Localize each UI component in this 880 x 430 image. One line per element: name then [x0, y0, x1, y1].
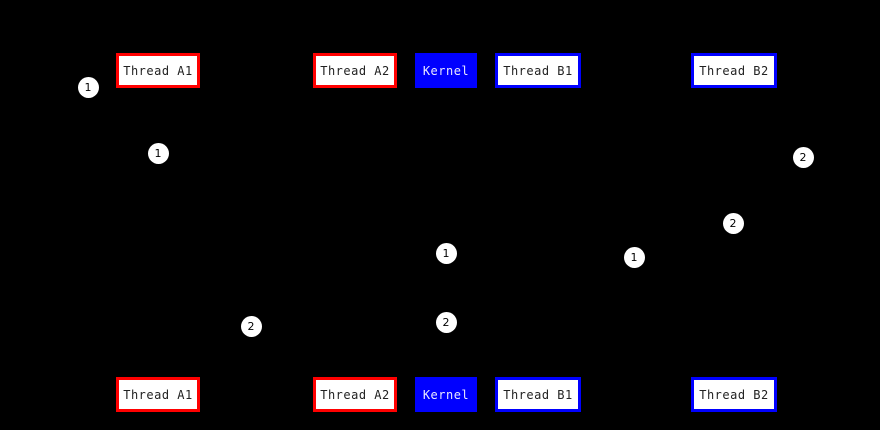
step-marker-marker-7: 2: [241, 316, 261, 336]
lifeline-thread-a2: [355, 88, 356, 377]
participant-label-thread-a1-bottom: Thread A1: [123, 387, 193, 402]
participant-box-thread-b1-bottom[interactable]: Thread B1: [495, 377, 581, 412]
step-marker-marker-4: 2: [723, 213, 743, 233]
lifeline-kernel: [446, 88, 447, 377]
participant-label-thread-a2-top: Thread A2: [320, 63, 390, 78]
participant-label-thread-a2-bottom: Thread A2: [320, 387, 390, 402]
participant-box-thread-a2-top[interactable]: Thread A2: [313, 53, 397, 88]
message-arrow-m4: [733, 170, 734, 250]
lifeline-thread-a1: [158, 88, 159, 377]
step-marker-marker-8: 2: [436, 312, 456, 332]
participant-label-thread-b1-top: Thread B1: [503, 63, 573, 78]
participant-label-kernel-bottom: Kernel: [422, 387, 470, 402]
participant-label-thread-b1-bottom: Thread B1: [503, 387, 573, 402]
step-marker-marker-2: 1: [148, 143, 168, 163]
lifeline-thread-b2: [734, 88, 735, 377]
lifeline-thread-b1: [538, 88, 539, 377]
participant-box-thread-a1-top[interactable]: Thread A1: [116, 53, 200, 88]
participant-box-thread-a1-bottom[interactable]: Thread A1: [116, 377, 200, 412]
participant-box-thread-b2-bottom[interactable]: Thread B2: [691, 377, 777, 412]
step-marker-marker-1: 1: [78, 77, 98, 97]
participant-label-thread-a1-top: Thread A1: [123, 63, 193, 78]
participant-box-kernel-top[interactable]: Kernel: [415, 53, 477, 88]
participant-box-kernel-bottom[interactable]: Kernel: [415, 377, 477, 412]
message-arrow-m3: [733, 100, 796, 151]
participant-box-thread-a2-bottom[interactable]: Thread A2: [313, 377, 397, 412]
step-marker-marker-3: 2: [793, 147, 813, 167]
step-marker-marker-6: 1: [624, 247, 644, 267]
participant-label-thread-b2-bottom: Thread B2: [699, 387, 769, 402]
participant-label-kernel-top: Kernel: [422, 63, 470, 78]
participant-box-thread-b2-top[interactable]: Thread B2: [691, 53, 777, 88]
step-marker-marker-5: 1: [436, 243, 456, 263]
participant-box-thread-b1-top[interactable]: Thread B1: [495, 53, 581, 88]
participant-label-thread-b2-top: Thread B2: [699, 63, 769, 78]
